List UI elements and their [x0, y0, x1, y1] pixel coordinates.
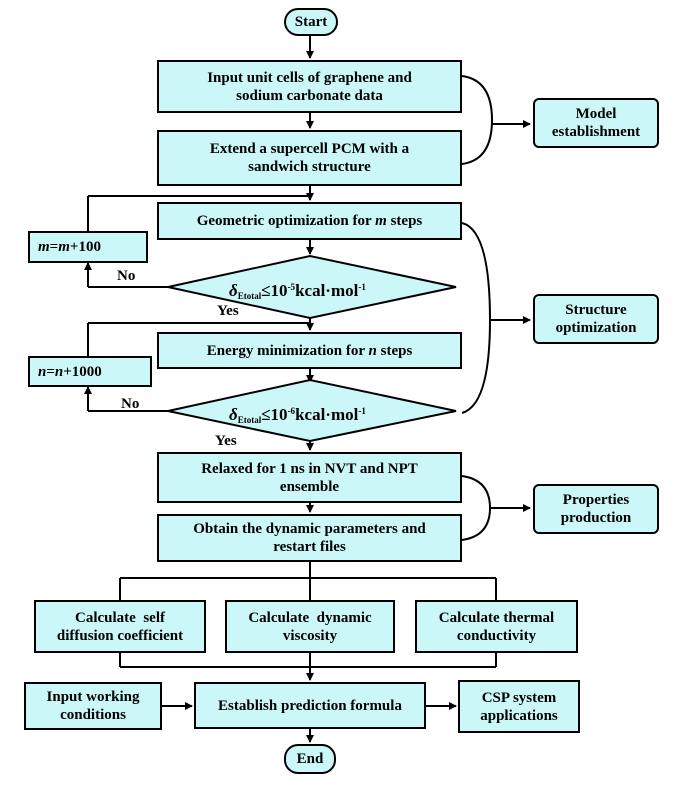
calc-conductivity-line2: conductivity: [456, 627, 537, 644]
calc-viscosity-line1: Calculate dynamic: [248, 609, 372, 626]
calc-diffusion-line2: diffusion coefficient: [56, 627, 184, 644]
exponent-2: -6: [287, 406, 296, 416]
exponent-1: -5: [287, 282, 296, 292]
stage-properties-line2: production: [560, 510, 632, 526]
n-plus: +1000: [63, 363, 102, 380]
n-var-2: n: [54, 363, 64, 380]
m-var-2: m: [58, 239, 70, 255]
input-cells-line2: sodium carbonate data: [236, 87, 383, 104]
geo-opt-var: m: [375, 213, 387, 229]
establish-formula-box: Establish prediction formula: [194, 682, 426, 729]
unit-text-2: kcal·mol: [295, 405, 359, 424]
establish-formula-label: Establish prediction formula: [218, 697, 402, 714]
calc-conductivity-box: Calculate thermal conductivity: [415, 600, 578, 653]
end-label: End: [296, 750, 324, 767]
extend-line1: Extend a supercell PCM with a: [209, 141, 410, 157]
delta-symbol: δ: [229, 281, 238, 300]
relaxed-line1: Relaxed for 1 ns in NVT and NPT: [201, 460, 418, 477]
geo-opt-suffix: steps: [386, 213, 423, 229]
leq-text: ≤10: [261, 281, 288, 300]
delta-subscript: Etotal: [237, 291, 262, 301]
stage-model-establishment: Model establishment: [533, 98, 659, 148]
geometric-optimization-box: Geometric optimization for m steps: [157, 202, 462, 240]
csp-line1: CSP system: [481, 689, 557, 706]
geo-opt-prefix: Geometric optimization for: [196, 213, 376, 229]
csp-line2: applications: [480, 707, 558, 724]
n-var: n: [38, 363, 47, 380]
input-cells-line1: Input unit cells of graphene and: [207, 69, 412, 86]
obtain-parameters-box: Obtain the dynamic parameters and restar…: [157, 514, 462, 562]
unit-exponent-2: -1: [358, 406, 366, 416]
leq-text-2: ≤10: [261, 405, 288, 424]
energy-min-var: n: [368, 342, 377, 359]
stage-model-line2: establishment: [551, 124, 641, 140]
calc-viscosity-box: Calculate dynamic viscosity: [225, 600, 395, 653]
stage-structure-line2: optimization: [555, 320, 637, 336]
yes-label-2: Yes: [215, 433, 237, 449]
decision-1-condition: δEtotal≤10-5kcal·mol-1: [229, 277, 366, 306]
m-eq: =: [49, 239, 59, 255]
input-working-conditions-box: Input working conditions: [24, 682, 162, 730]
unit-exponent: -1: [358, 282, 366, 292]
input-working-line1: Input working: [46, 689, 140, 705]
delta-symbol-2: δ: [229, 405, 238, 424]
start-label: Start: [294, 13, 328, 30]
stage-model-line1: Model: [575, 106, 617, 122]
extend-supercell-box: Extend a supercell PCM with a sandwich s…: [157, 130, 462, 186]
no-label-1: No: [117, 268, 136, 284]
input-working-line2: conditions: [60, 707, 126, 723]
energy-minimization-box: Energy minimization for n steps: [157, 332, 462, 369]
relaxed-box: Relaxed for 1 ns in NVT and NPT ensemble: [157, 452, 462, 503]
stage-structure-optimization: Structure optimization: [533, 294, 659, 344]
yes-label-1: Yes: [217, 303, 239, 319]
extend-line2: sandwich structure: [248, 159, 371, 175]
end-terminal: End: [284, 744, 336, 774]
csp-applications-box: CSP system applications: [458, 680, 580, 733]
energy-min-prefix: Energy minimization for: [206, 342, 369, 359]
input-unit-cells-box: Input unit cells of graphene and sodium …: [157, 60, 462, 113]
no-label-2: No: [121, 396, 140, 412]
delta-subscript-2: Etotal: [237, 415, 262, 425]
relaxed-line2: ensemble: [279, 478, 340, 495]
calc-viscosity-line2: viscosity: [282, 627, 338, 644]
n-counter-box: n=n+1000: [28, 356, 152, 387]
calc-diffusion-box: Calculate self diffusion coefficient: [34, 600, 206, 653]
calc-diffusion-line1: Calculate self: [75, 609, 165, 626]
stage-structure-line1: Structure: [565, 302, 627, 318]
stage-properties-line1: Properties: [562, 492, 630, 508]
stage-properties-production: Properties production: [533, 484, 659, 534]
unit-text: kcal·mol: [295, 281, 359, 300]
m-plus: +100: [69, 239, 101, 255]
calc-conductivity-line1: Calculate thermal: [438, 609, 555, 626]
start-terminal: Start: [284, 8, 338, 36]
m-counter-box: m=m+100: [28, 231, 148, 263]
obtain-line2: restart files: [273, 539, 346, 555]
n-eq: =: [46, 363, 55, 380]
energy-min-suffix: steps: [376, 342, 413, 359]
decision-2-condition: δEtotal≤10-6kcal·mol-1: [229, 401, 366, 430]
m-var: m: [38, 239, 50, 255]
obtain-line1: Obtain the dynamic parameters and: [193, 521, 426, 537]
